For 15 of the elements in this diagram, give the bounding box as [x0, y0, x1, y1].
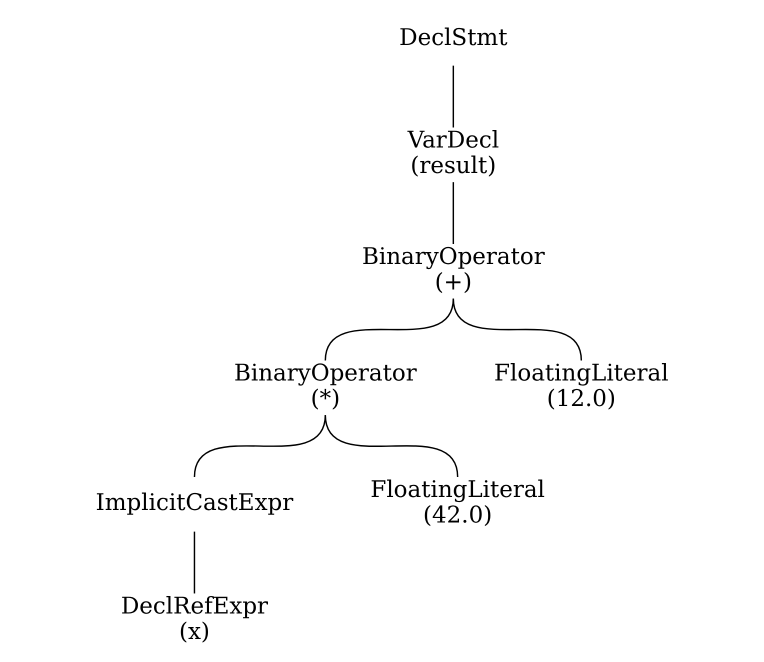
node-text: DeclStmt: [398, 25, 507, 52]
node-text: VarDecl (result): [407, 127, 499, 180]
connector: [193, 532, 195, 594]
connector: [452, 298, 582, 361]
connector: [452, 66, 454, 128]
connector: [324, 415, 458, 478]
connector: [193, 415, 326, 478]
connector: [452, 182, 454, 244]
node-text: FloatingLiteral (12.0): [494, 360, 668, 412]
node-text: BinaryOperator (+): [361, 244, 544, 296]
connector: [324, 298, 454, 361]
node-text: FloatingLiteral (42.0): [370, 476, 544, 529]
node-text: DeclRefExpr (x): [120, 593, 268, 646]
node-text: ImplicitCastExpr: [95, 490, 293, 516]
node-text: BinaryOperator (*): [233, 360, 416, 412]
